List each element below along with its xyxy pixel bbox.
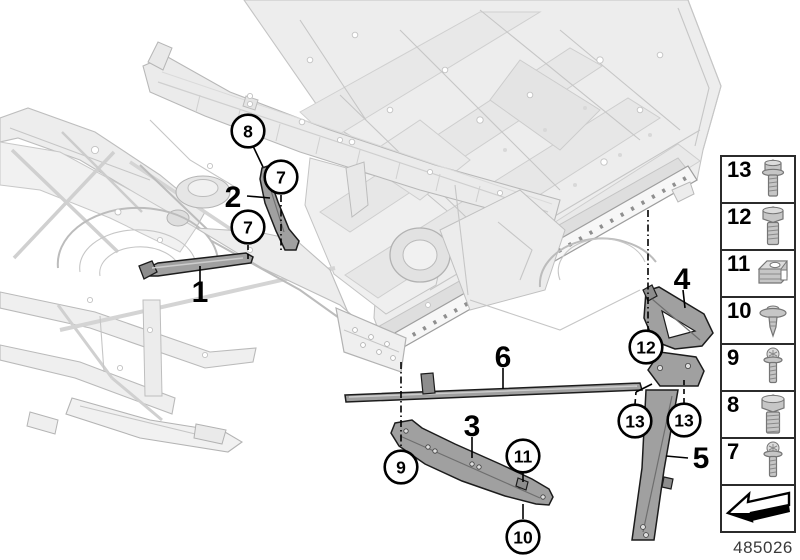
- svg-text:8: 8: [243, 122, 253, 142]
- legend-item-13[interactable]: 13: [720, 155, 796, 204]
- svg-text:13: 13: [625, 412, 645, 432]
- direction-arrow-icon: [725, 490, 791, 523]
- callout-13b[interactable]: 13: [666, 402, 702, 438]
- pan-head-screw-icon: [763, 441, 783, 478]
- callout-8[interactable]: 8: [230, 113, 266, 149]
- callout-7a[interactable]: 7: [263, 159, 299, 195]
- legend-item-8[interactable]: 8: [720, 390, 796, 439]
- svg-text:9: 9: [396, 458, 406, 478]
- callout-3[interactable]: 3: [464, 410, 481, 443]
- fastener-legend: 13 12 11 10: [720, 155, 796, 533]
- callout-13a[interactable]: 13: [617, 403, 653, 439]
- svg-text:10: 10: [513, 528, 533, 548]
- hex-bolt-large-icon: [761, 394, 785, 434]
- svg-text:7: 7: [276, 168, 286, 188]
- svg-text:7: 7: [243, 218, 253, 238]
- part-6-stabilizer-bar: [344, 372, 643, 403]
- pan-head-screw-icon: [763, 347, 783, 384]
- expansion-rivet-icon: [759, 305, 787, 338]
- legend-direction-box[interactable]: [720, 484, 796, 533]
- legend-item-12[interactable]: 12: [720, 202, 796, 251]
- callout-1[interactable]: 1: [192, 276, 209, 309]
- legend-item-10[interactable]: 10: [720, 296, 796, 345]
- callout-9[interactable]: 9: [383, 449, 419, 485]
- part-3-reinforcement-plate: [390, 419, 554, 506]
- callouts: 1 2 3 4 5 6 7 7 8 9 10 11: [192, 113, 710, 555]
- cage-nut-icon: [757, 260, 788, 284]
- callout-7b[interactable]: 7: [230, 209, 266, 245]
- part-1-front-strut-brace: [138, 252, 254, 280]
- legend-item-9[interactable]: 9: [720, 343, 796, 392]
- legend-item-7[interactable]: 7: [720, 437, 796, 486]
- car-body-illustration: [0, 0, 722, 453]
- callout-12[interactable]: 12: [628, 329, 664, 365]
- hex-flange-bolt-icon: [761, 159, 785, 197]
- svg-text:12: 12: [636, 338, 656, 358]
- hex-bolt-icon: [762, 206, 784, 246]
- leader-lines: [199, 145, 689, 519]
- callout-6[interactable]: 6: [495, 341, 512, 374]
- legend-item-11[interactable]: 11: [720, 249, 796, 298]
- svg-text:11: 11: [514, 447, 533, 467]
- part-4-bracket: [642, 284, 714, 387]
- callout-11[interactable]: 11: [505, 438, 541, 474]
- svg-text:13: 13: [674, 411, 694, 431]
- callout-10[interactable]: 10: [505, 519, 541, 555]
- callout-2[interactable]: 2: [225, 181, 242, 214]
- callout-5[interactable]: 5: [693, 442, 710, 475]
- diagram-number: 485026: [733, 538, 793, 557]
- callout-4[interactable]: 4: [674, 263, 691, 296]
